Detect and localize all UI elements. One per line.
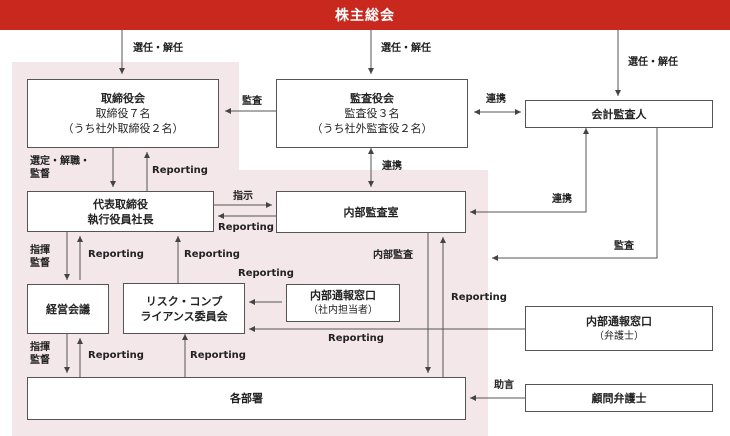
label-coop-auditors-accounting: 連携 [486, 94, 506, 105]
management-title: 経営会議 [46, 302, 90, 316]
board-directors-count: 取締役７名 [95, 107, 151, 120]
internal-hotline-title: 内部通報窓口 [310, 289, 376, 302]
label-appoint-auditors: 選任・解任 [381, 43, 431, 54]
label-reporting-depts-risk: Reporting [190, 350, 246, 361]
internal-hotline-box: 内部通報窓口 （社内担当者） [286, 284, 400, 322]
label-direct-2-line2: 監督 [30, 355, 50, 366]
label-direct-1-line1: 指揮 [30, 245, 50, 256]
departments-title: 各部署 [230, 392, 263, 405]
label-appoint-accounting: 選任・解任 [628, 57, 678, 68]
internal-hotline-sub: （社内担当者） [308, 305, 378, 316]
label-reporting-hotline: Reporting [238, 268, 294, 279]
label-audit-board: 監査 [242, 96, 262, 107]
label-direct-1: 指揮 監督 [30, 244, 50, 270]
representative-line1: 代表取締役 [93, 197, 148, 211]
label-reporting-to-board: Reporting [152, 165, 208, 176]
risk-compliance-committee-box: リスク・コンプ ライアンス委員会 [123, 283, 245, 334]
label-direct-2-line1: 指揮 [30, 342, 50, 353]
audit-board-box: 監査役会 監査役３名 （うち社外監査役２名） [276, 79, 468, 148]
representative-director-box: 代表取締役 執行役員社長 [27, 191, 214, 232]
accounting-auditor-title: 会計監査人 [591, 107, 647, 121]
auditors-count: 監査役３名 [344, 107, 400, 120]
departments-box: 各部署 [27, 377, 466, 420]
label-coop-auditors-internal: 連携 [382, 161, 402, 172]
external-hotline-title: 内部通報窓口 [586, 314, 652, 328]
board-title: 取締役会 [101, 92, 145, 105]
representative-line2: 執行役員社長 [87, 212, 154, 226]
label-reporting-depts-audit: Reporting [451, 292, 507, 303]
label-direct-2: 指揮 監督 [30, 341, 50, 367]
shareholders-meeting-banner: 株主総会 [0, 0, 730, 30]
internal-audit-title: 内部監査室 [343, 205, 399, 219]
shareholders-meeting-title: 株主総会 [335, 8, 395, 24]
label-direct-1-line2: 監督 [30, 258, 50, 269]
label-reporting-mgmt: Reporting [88, 249, 144, 260]
label-select-dismiss-line2: 監督 [30, 169, 50, 180]
label-audit-accounting: 監査 [614, 241, 634, 252]
outside-auditors: （うち社外監査役２名） [311, 122, 433, 135]
external-hotline-box: 内部通報窓口 （弁護士） [525, 306, 713, 351]
board-outside-directors: （うち社外取締役２名） [62, 122, 184, 135]
label-reporting-from-audit: Reporting [218, 222, 274, 233]
risk-line1: リスク・コンプ [145, 294, 223, 308]
label-instruct: 指示 [233, 191, 253, 202]
label-reporting-external: Reporting [328, 333, 384, 344]
label-reporting-depts-mgmt: Reporting [88, 350, 144, 361]
label-select-dismiss: 選定・解職・ 監督 [30, 155, 90, 181]
label-appoint-board: 選任・解任 [133, 43, 183, 54]
internal-audit-office-box: 内部監査室 [276, 191, 466, 233]
external-hotline-sub: （弁護士） [594, 330, 644, 342]
advisor-title: 顧問弁護士 [591, 391, 647, 405]
risk-line2: ライアンス委員会 [140, 309, 228, 323]
management-council-box: 経営会議 [27, 284, 109, 334]
label-select-dismiss-line1: 選定・解職・ [30, 156, 90, 167]
audit-board-title: 監査役会 [350, 92, 394, 105]
label-internal-audit: 内部監査 [373, 250, 413, 261]
label-coop-internal-accounting: 連携 [552, 194, 572, 205]
label-reporting-risk: Reporting [184, 249, 240, 260]
accounting-auditor-box: 会計監査人 [525, 100, 713, 128]
label-advice: 助言 [494, 380, 514, 391]
legal-advisor-box: 顧問弁護士 [525, 384, 713, 412]
board-of-directors-box: 取締役会 取締役７名 （うち社外取締役２名） [27, 79, 219, 148]
